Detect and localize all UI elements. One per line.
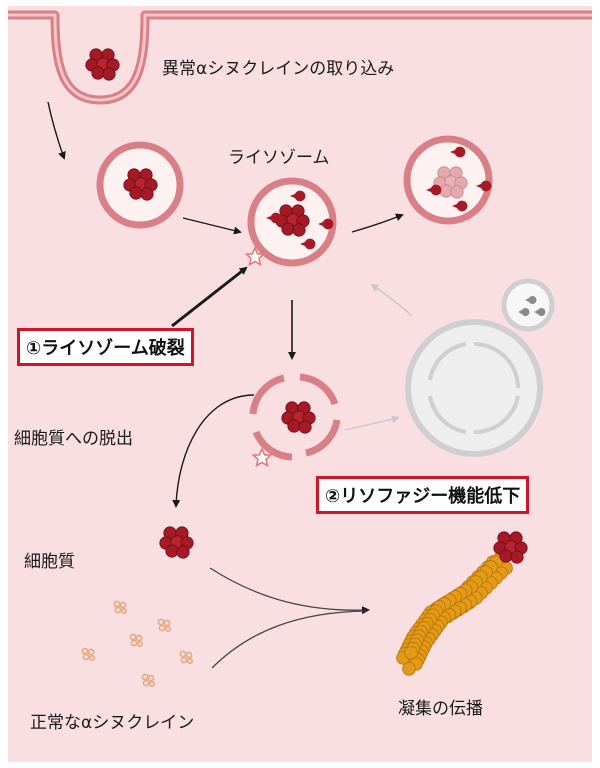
arrow-to-degradation [351, 213, 404, 233]
fibril-bead [404, 645, 418, 660]
frame-right [592, 0, 600, 768]
arrow-seed [209, 567, 370, 615]
arrow-lysophagy-out [370, 283, 413, 317]
label-normal-synuclein: 正常なαシヌクレイン [30, 713, 195, 733]
label-cytoplasm-escape: 細胞質への脱出 [14, 429, 133, 449]
arrow-lysophagy-in [344, 415, 400, 431]
autophagosome [405, 319, 543, 457]
label-uptake: 異常αシヌクレインの取り込み [162, 59, 395, 79]
small-lysosome [501, 278, 555, 332]
label-propagation: 凝集の伝播 [398, 699, 483, 719]
callout-lysophagy-decline: ②リソファジー機能低下 [316, 476, 530, 514]
label-cytoplasm: 細胞質 [24, 552, 75, 572]
label-lysosome: ライソゾーム [228, 148, 330, 168]
fibril-bead [402, 661, 416, 676]
arrow-recruit [211, 610, 367, 669]
callout-lysosome-rupture: ①ライソゾーム破裂 [17, 328, 194, 366]
arrow-to-lysosome [182, 217, 242, 235]
small-lysosome-enzymes [518, 296, 546, 316]
ruptured-lysosome [249, 373, 341, 461]
arrow-rupture [171, 266, 248, 328]
plasma-membrane-inner [8, 13, 592, 102]
arrow-uptake [47, 101, 66, 160]
arrow-escape [172, 394, 255, 508]
autophagosome-inner [428, 342, 520, 435]
